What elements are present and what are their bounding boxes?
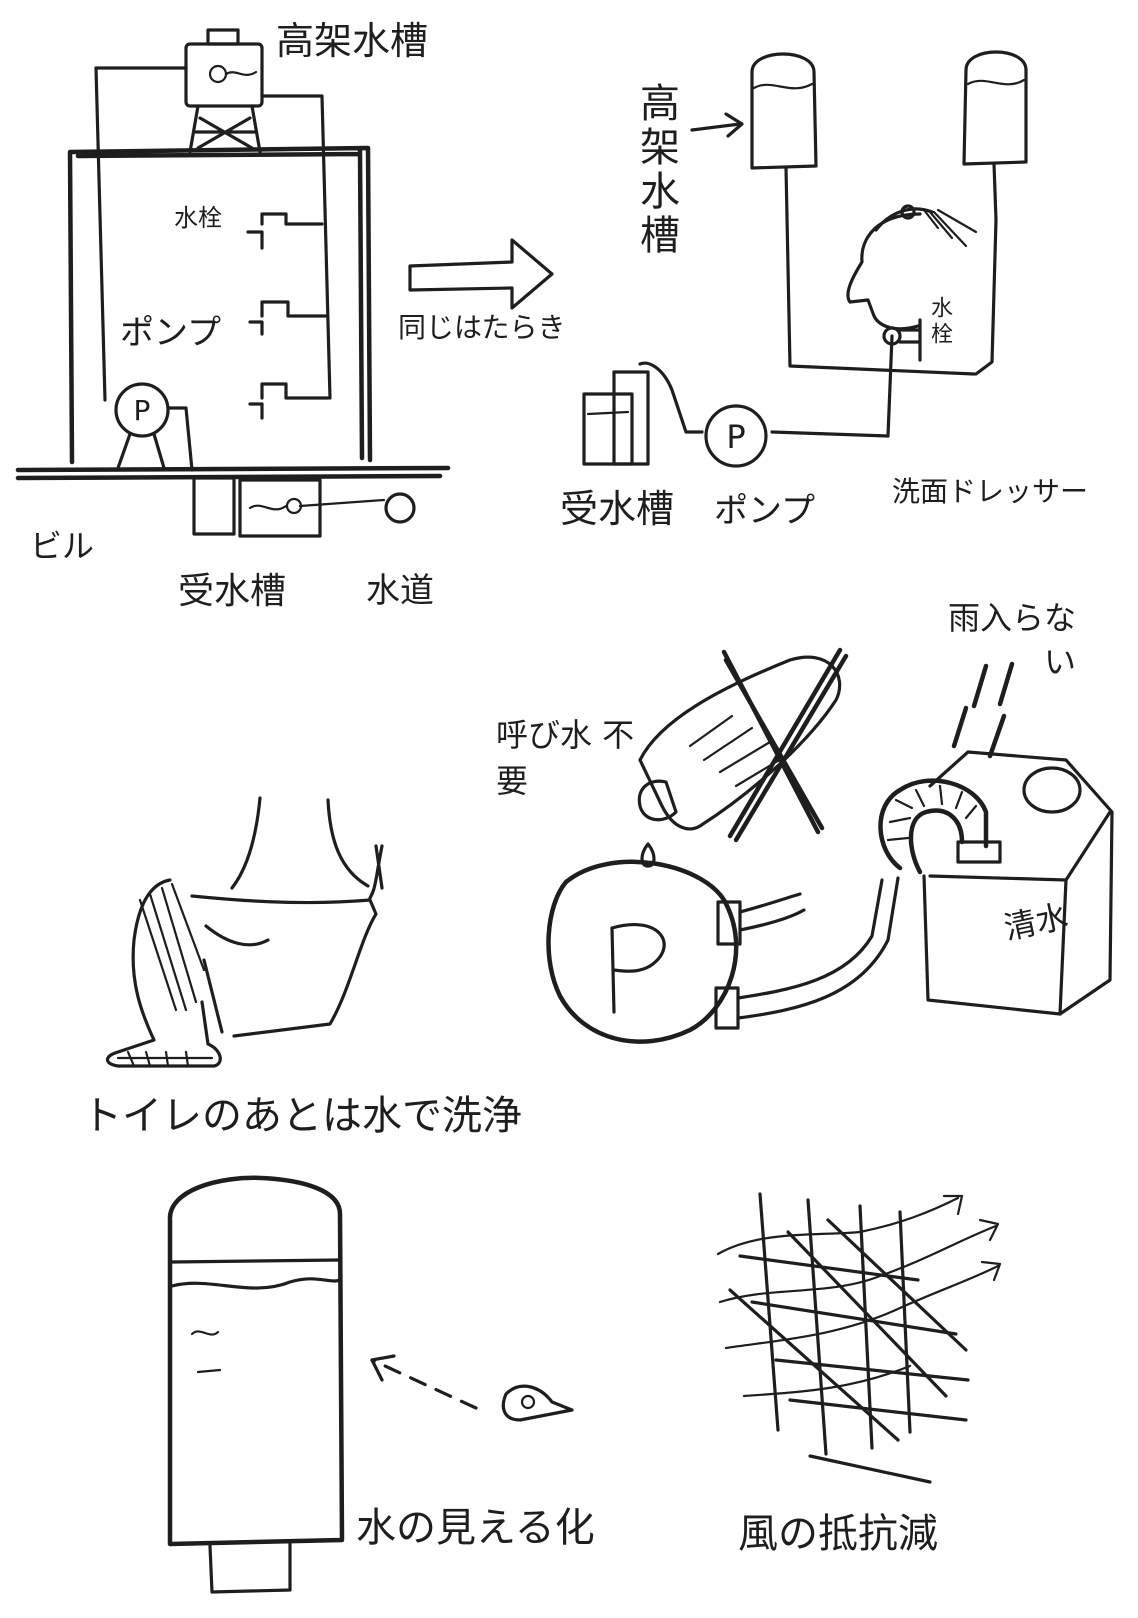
wind-grid-icon: [716, 1192, 1002, 1484]
person-head-washing-icon: [846, 204, 978, 331]
pump-icon-large: [546, 859, 900, 1044]
building-outline: [67, 145, 373, 465]
supply-pipe: [94, 66, 332, 402]
label-elevated-tank-top: 高架水槽: [276, 19, 429, 63]
label-dresser: 洗面ドレッサー: [892, 475, 1089, 508]
faucet-icon-right: [882, 318, 922, 362]
label-receiving-tank-left: 受水槽: [178, 571, 287, 612]
cross-mark-icon: [721, 647, 849, 843]
svg-text:P: P: [726, 418, 745, 456]
receiving-tank-left: [192, 476, 386, 538]
label-faucet: 水栓: [174, 204, 222, 232]
faucet-icons: [246, 212, 330, 420]
water-main-icon: [384, 492, 416, 524]
label-same-mechanism: 同じはたらき: [398, 311, 566, 344]
label-rain-proof: 雨入らない: [947, 599, 1076, 681]
priming-bottle-crossed: [637, 647, 849, 868]
label-building: ビル: [30, 527, 95, 565]
label-faucet-right: 水栓: [927, 296, 952, 348]
label-no-priming: 呼び水 不要: [496, 716, 635, 800]
pump-icon-left: P: [114, 382, 194, 472]
receiving-tank-right: [582, 370, 650, 466]
rooftop-elevated-tank: [184, 28, 264, 154]
tank-pointer-arrow: [690, 112, 744, 138]
dotted-sight-arrow: [370, 1358, 478, 1410]
label-wind-resistance: 風の抵抗減: [738, 1511, 938, 1557]
label-toilet-caption: トイレのあとは水で洗浄: [82, 1093, 522, 1139]
toilet-with-foot-icon: [105, 796, 384, 1068]
pump-icon-right: P: [704, 404, 768, 468]
label-water-main: 水道: [366, 571, 434, 611]
dresser-water-system: P: [582, 50, 1028, 468]
label-pump-right: ポンプ: [714, 491, 815, 531]
eye-icon: [501, 1384, 574, 1422]
elevated-tank-right-1: [750, 52, 818, 170]
building-water-system: P: [15, 28, 451, 538]
arrow-right-icon: [408, 238, 554, 310]
flexible-hose: [878, 778, 1002, 875]
rain-drops-icon: [951, 661, 1015, 759]
label-receiving-tank-right: 受水槽: [560, 487, 675, 531]
clean-water-tank: [922, 750, 1114, 1016]
label-pump-left: ポンプ: [120, 313, 221, 353]
water-bottle-tank: [167, 1175, 345, 1594]
svg-text:P: P: [134, 394, 151, 427]
elevated-tank-right-2: [962, 50, 1028, 166]
label-visible-water: 水の見える化: [356, 1505, 595, 1551]
dresser-pipes: [638, 162, 998, 438]
label-elevated-tank-vertical: 高架水槽: [633, 82, 679, 258]
